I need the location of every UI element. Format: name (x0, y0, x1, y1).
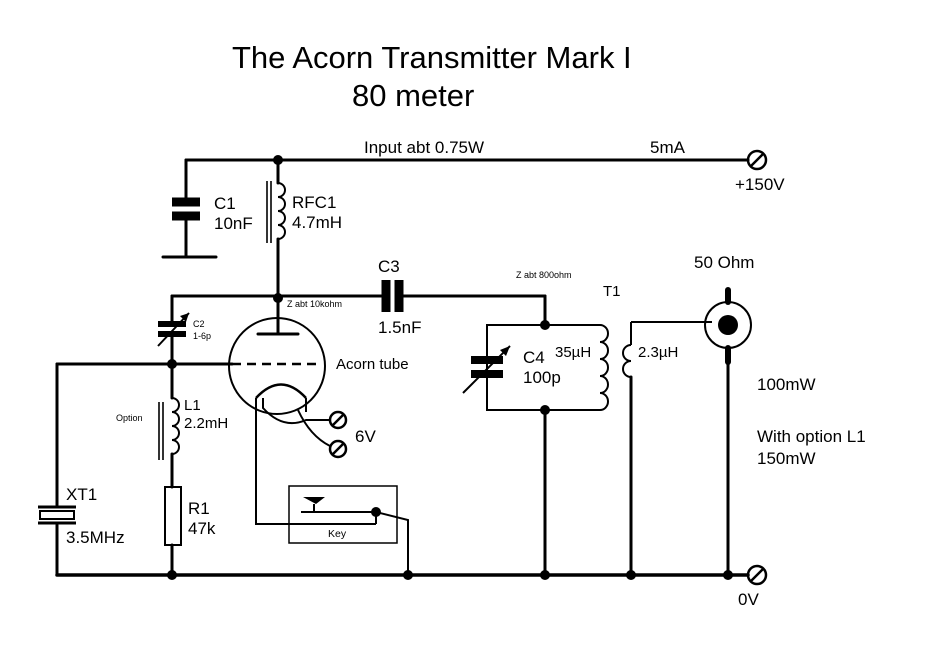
heater-leads (262, 398, 331, 447)
c2-ref: C2 (193, 319, 205, 329)
heater-terminal-2 (328, 439, 348, 459)
option-text-label: With option L1 (757, 427, 866, 446)
c3-value: 1.5nF (378, 318, 421, 337)
plate-impedance-label: Z abt 10kohm (287, 299, 342, 309)
rfc1-choke (266, 158, 286, 303)
l1-choke (158, 362, 180, 489)
tube-name-label: Acorn tube (336, 356, 409, 373)
t1-secondary-coil (622, 321, 712, 577)
xt1-crystal (38, 362, 76, 577)
output-connector (704, 287, 752, 577)
l1-value: 2.2mH (184, 415, 228, 432)
title-line1: The Acorn Transmitter Mark I (232, 40, 632, 75)
tank-impedance-label: Z abt 800ohm (516, 270, 572, 280)
ground-terminal (746, 564, 768, 586)
l1-option-note: Option (116, 413, 143, 423)
t1-primary-value: 35µH (555, 344, 591, 361)
option-power-label: 150mW (757, 449, 816, 468)
c3-capacitor (381, 280, 404, 312)
c1-capacitor (161, 158, 218, 259)
r1-resistor (164, 486, 182, 577)
acorn-tube (228, 296, 326, 415)
l1-ref: L1 (184, 397, 201, 414)
t1-ref: T1 (603, 283, 621, 300)
c1-value: 10nF (214, 214, 253, 233)
ground-label: 0V (738, 590, 759, 609)
input-power-label: Input abt 0.75W (364, 138, 484, 157)
ground-rail (55, 570, 750, 580)
plus150v-terminal (746, 149, 768, 171)
c4-variable-capacitor (462, 345, 511, 394)
plate-line (170, 294, 547, 327)
r1-value: 47k (188, 519, 216, 538)
rfc1-value: 4.7mH (292, 213, 342, 232)
tank-circuit (486, 320, 600, 577)
cathode-lead (255, 412, 376, 525)
supply-voltage-label: +150V (735, 175, 785, 194)
c4-ref: C4 (523, 348, 545, 367)
xt1-value: 3.5MHz (66, 528, 125, 547)
heater-terminal-1 (328, 410, 348, 430)
r1-ref: R1 (188, 499, 210, 518)
c4-value: 100p (523, 368, 561, 387)
supply-current-label: 5mA (650, 138, 686, 157)
grid-line (55, 359, 234, 369)
t1-primary-coil (599, 324, 609, 411)
c2-trimmer (157, 294, 190, 366)
heater-voltage-label: 6V (355, 427, 376, 446)
key-label: Key (328, 528, 347, 540)
xt1-ref: XT1 (66, 485, 97, 504)
c2-value: 1-6p (193, 331, 211, 341)
title-line2: 80 meter (352, 78, 474, 113)
output-power-label: 100mW (757, 375, 816, 394)
c1-ref: C1 (214, 194, 236, 213)
output-impedance-label: 50 Ohm (694, 253, 754, 272)
c3-ref: C3 (378, 257, 400, 276)
t1-secondary-value: 2.3µH (638, 344, 678, 361)
key-switch (288, 485, 409, 575)
rfc1-ref: RFC1 (292, 193, 336, 212)
